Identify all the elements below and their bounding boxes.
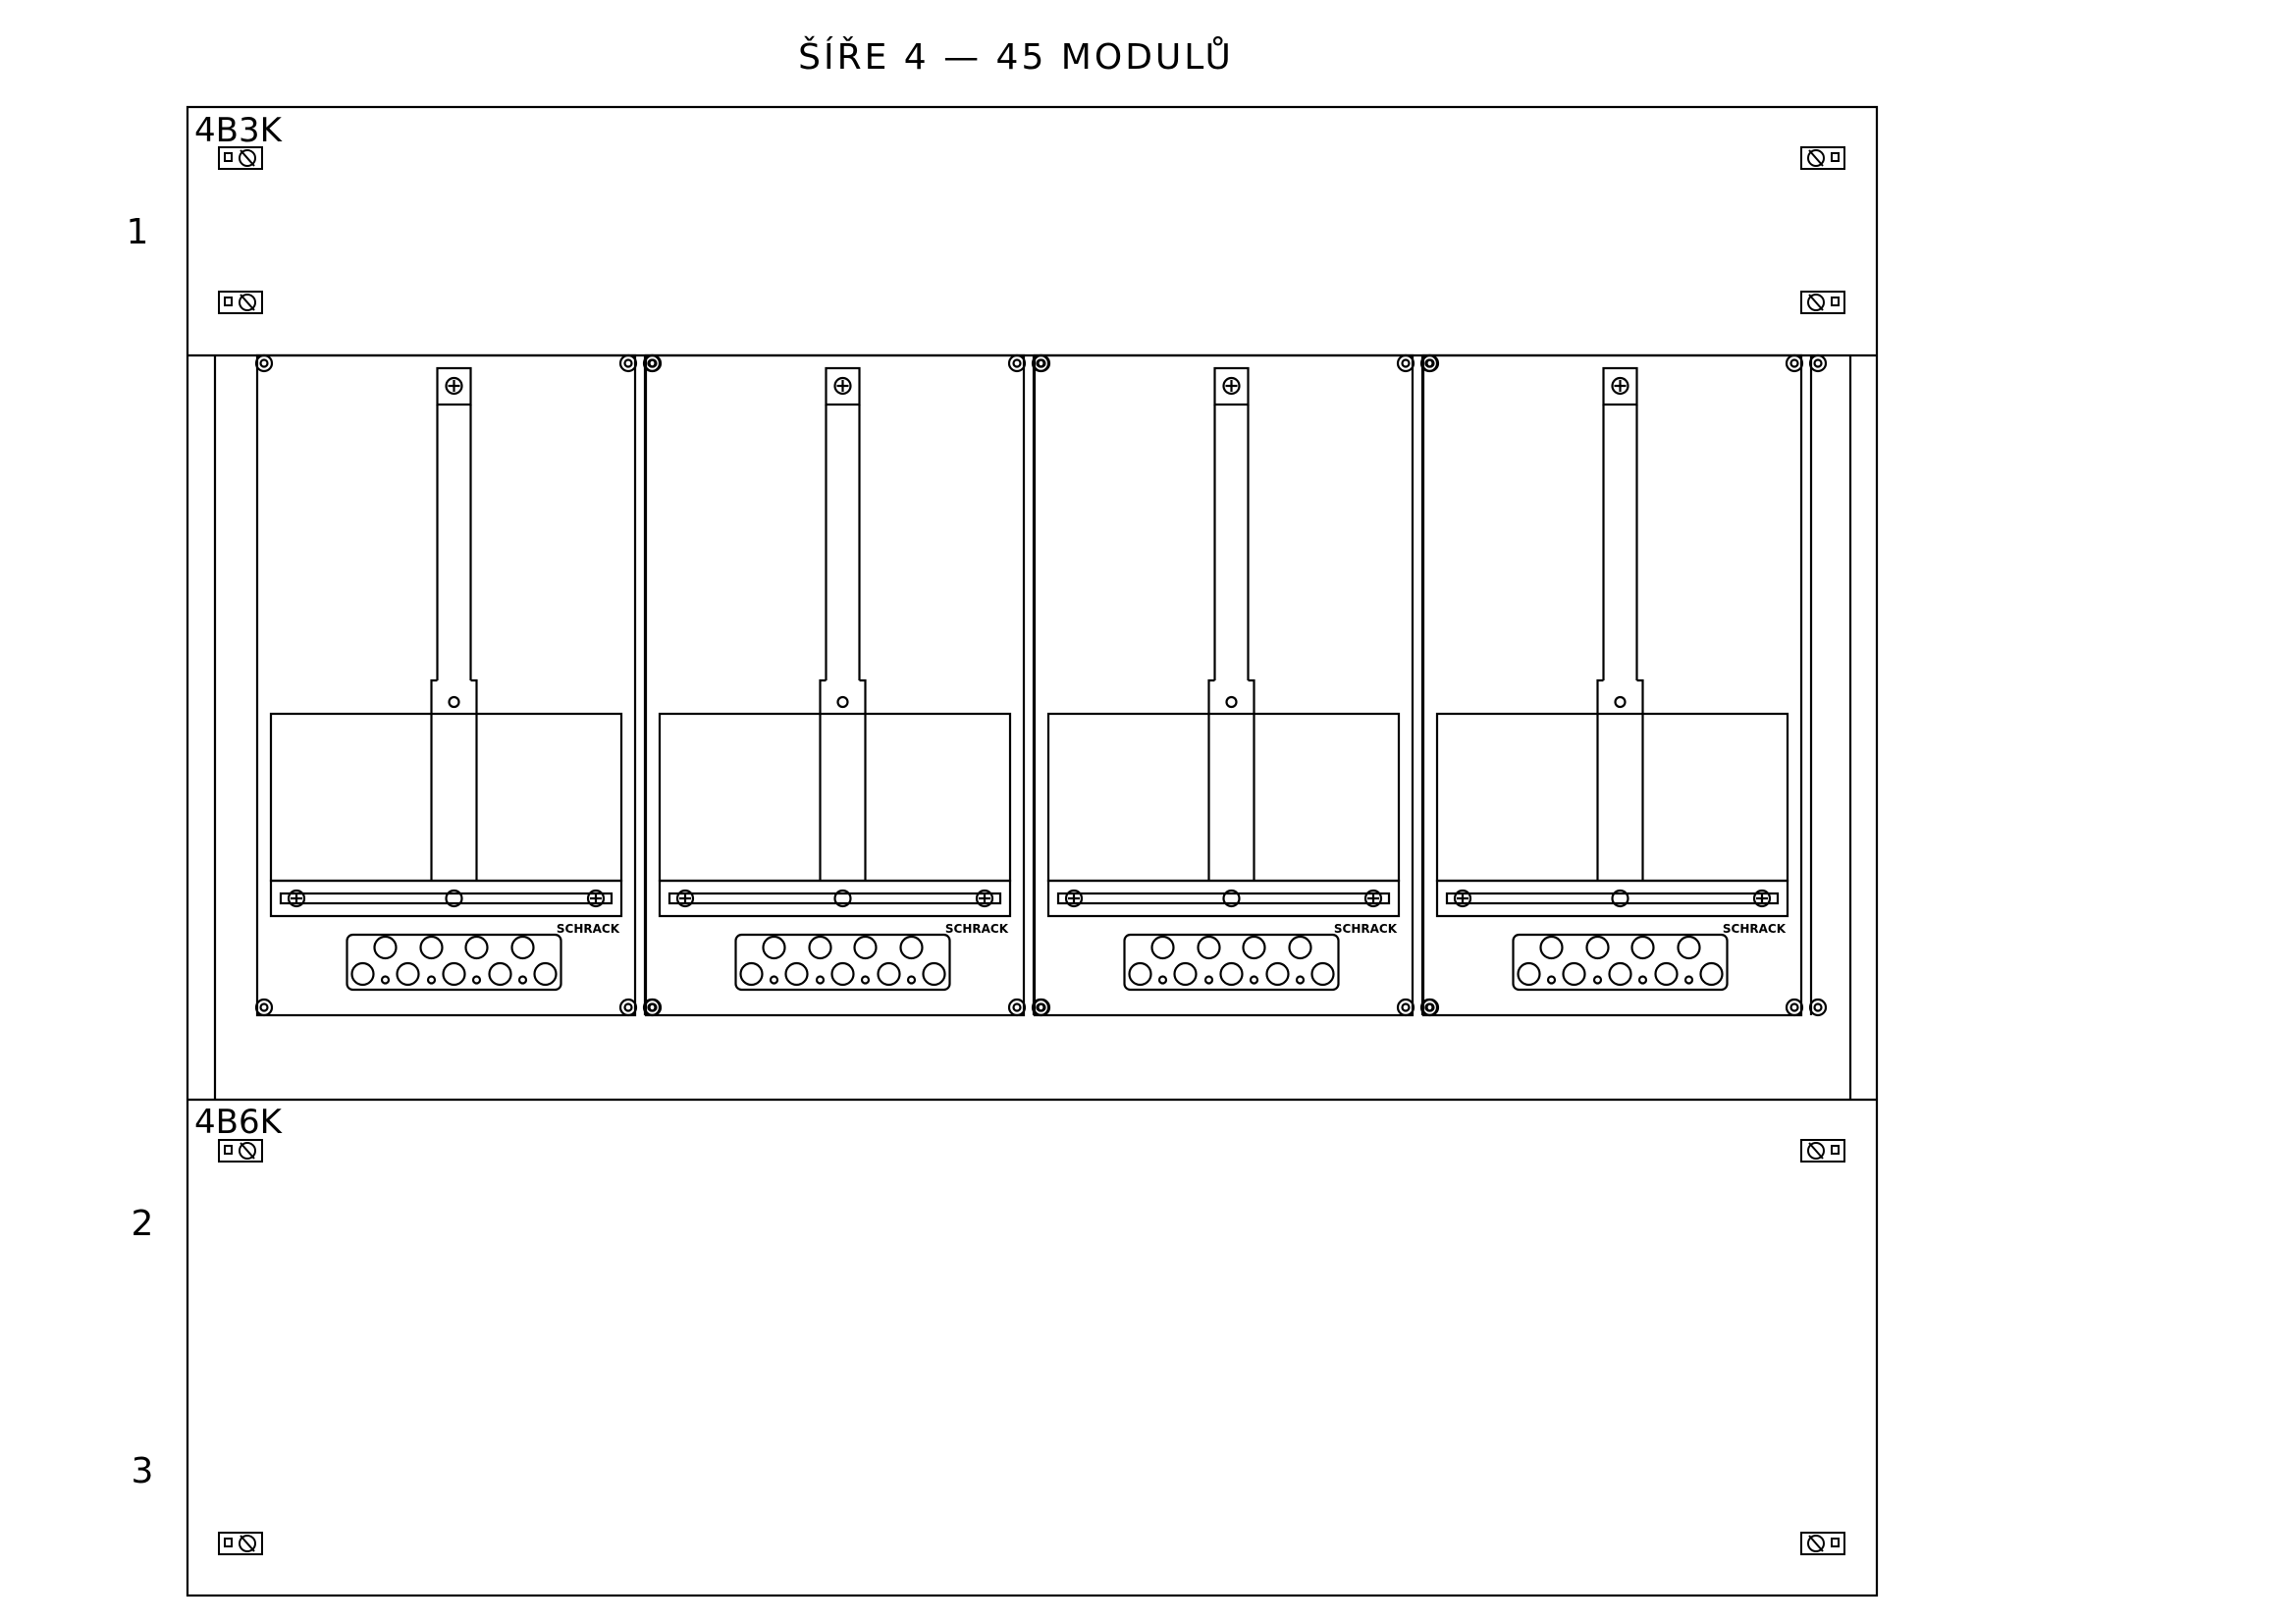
row-label-3: 3 [132, 1451, 154, 1491]
terminal-rail [1435, 879, 1789, 918]
latch-icon [217, 145, 264, 171]
latch-icon [1799, 145, 1846, 171]
meter-module: SCHRACK [1420, 353, 1828, 1017]
meter-body [658, 712, 1012, 883]
gland-plate [1123, 933, 1340, 992]
terminal-rail [269, 879, 623, 918]
blank-panel-top: 4B3K [187, 111, 1877, 357]
latch-icon [1799, 1138, 1846, 1163]
latch-icon [217, 1531, 264, 1556]
latch-icon [1799, 290, 1846, 315]
meter-body [269, 712, 623, 883]
panel-code-top: 4B3K [194, 111, 284, 150]
drawing-title: ŠÍŘE 4 — 45 MODULŮ [798, 35, 1234, 78]
gland-plate [346, 933, 562, 992]
latch-icon [1799, 1531, 1846, 1556]
blank-panel-bottom: 4B6K [194, 1103, 1846, 1556]
gland-plate [734, 933, 951, 992]
meter-body [1435, 712, 1789, 883]
row-label-1: 1 [127, 212, 149, 252]
brand-label: SCHRACK [557, 922, 620, 936]
brand-label: SCHRACK [1334, 922, 1398, 936]
meter-module: SCHRACK [643, 353, 1050, 1017]
latch-icon [217, 290, 264, 315]
gland-plate [1512, 933, 1729, 992]
terminal-rail [1046, 879, 1401, 918]
terminal-rail [658, 879, 1012, 918]
brand-label: SCHRACK [945, 922, 1009, 936]
row-label-2: 2 [132, 1204, 154, 1244]
panel-code-bottom: 4B6K [194, 1103, 284, 1142]
meter-module: SCHRACK [1032, 353, 1439, 1017]
meter-module: SCHRACK [254, 353, 662, 1017]
enclosure-frame [186, 105, 1879, 1597]
brand-label: SCHRACK [1723, 922, 1787, 936]
meter-body [1046, 712, 1401, 883]
latch-icon [217, 1138, 264, 1163]
meter-section: SCHRACK SCHRACK SCHRACK SCHRACK [187, 353, 1877, 1102]
